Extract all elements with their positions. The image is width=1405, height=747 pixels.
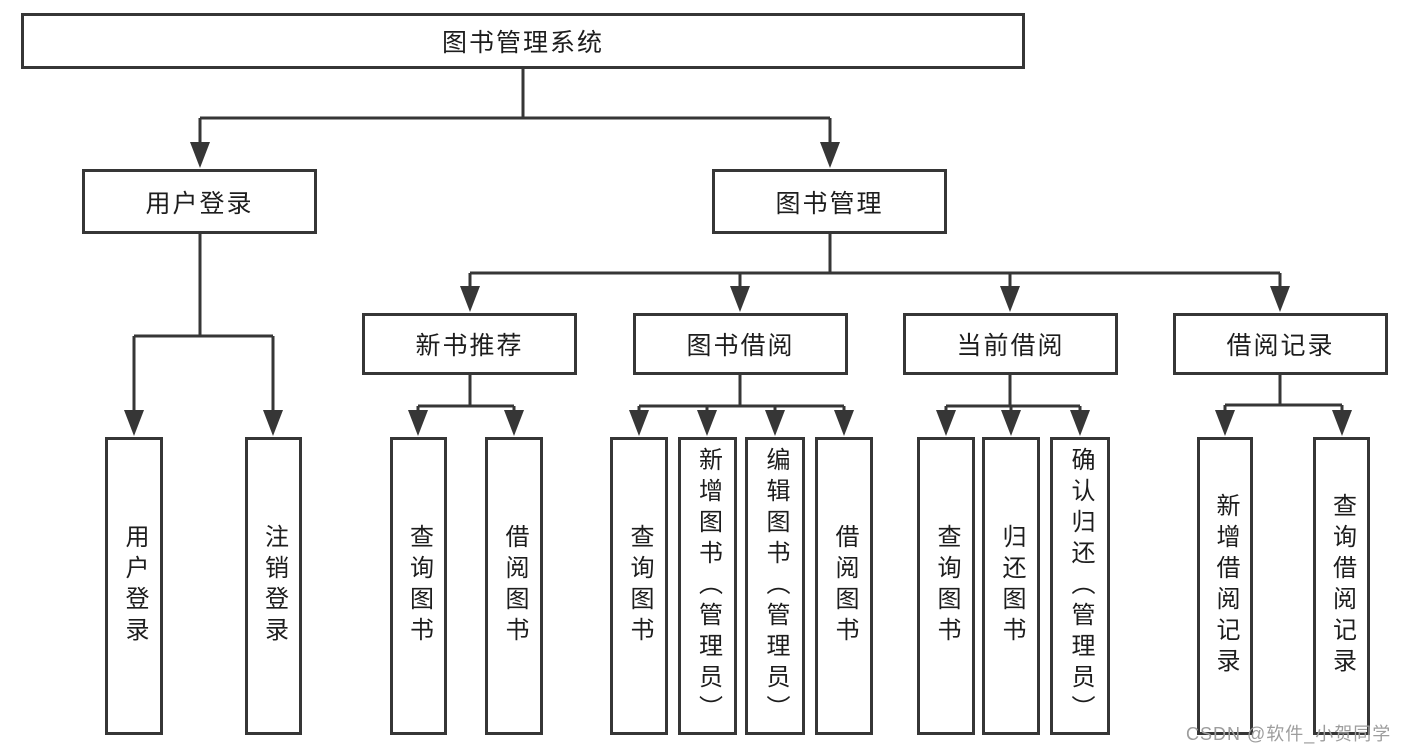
arrow-to-leaf-return-books bbox=[1001, 410, 1021, 436]
leaf-user-login: 用户登录 bbox=[105, 437, 163, 735]
arrow-to-leaf-edit-books bbox=[765, 410, 785, 436]
leaf-confirm-return-admin-label: 确认归还（管理员） bbox=[1067, 446, 1094, 726]
arrow-to-leaf-query-books-current bbox=[936, 410, 956, 436]
leaf-add-borrow-record: 新增借阅记录 bbox=[1197, 437, 1253, 735]
arrow-to-leaf-query-borrow-record bbox=[1332, 410, 1352, 436]
node-borrowing-records: 借阅记录 bbox=[1173, 313, 1388, 375]
leaf-return-books: 归还图书 bbox=[982, 437, 1040, 735]
leaf-edit-books-admin: 编辑图书（管理员） bbox=[745, 437, 805, 735]
arrow-to-book-management bbox=[820, 142, 840, 168]
leaf-borrow-books-label: 借阅图书 bbox=[831, 524, 858, 648]
leaf-query-books-recommend-label: 查询图书 bbox=[405, 524, 433, 648]
leaf-borrow-books: 借阅图书 bbox=[815, 437, 873, 735]
node-borrowing-records-label: 借阅记录 bbox=[1226, 332, 1335, 360]
arrow-to-leaf-logout bbox=[263, 410, 283, 436]
node-user-login: 用户登录 bbox=[82, 169, 317, 234]
node-library-management-system-label: 图书管理系统 bbox=[441, 29, 604, 57]
arrow-to-leaf-add-borrow-record bbox=[1215, 410, 1235, 436]
leaf-query-books-borrow: 查询图书 bbox=[610, 437, 668, 735]
arrow-to-leaf-confirm-return bbox=[1070, 410, 1090, 436]
node-new-book-recommendation-label: 新书推荐 bbox=[415, 332, 524, 360]
arrow-to-borrowing-records bbox=[1270, 286, 1290, 312]
leaf-add-books-admin: 新增图书（管理员） bbox=[678, 437, 737, 735]
leaf-add-books-admin-label: 新增图书（管理员） bbox=[694, 446, 722, 726]
leaf-query-books-current-label: 查询图书 bbox=[933, 524, 960, 648]
leaf-borrow-books-recommend: 借阅图书 bbox=[485, 437, 543, 735]
leaf-query-books-current: 查询图书 bbox=[917, 437, 975, 735]
arrow-to-leaf-borrow-books bbox=[834, 410, 854, 436]
leaf-borrow-books-recommend-label: 借阅图书 bbox=[501, 524, 528, 648]
arrow-to-leaf-query-books-recommend bbox=[408, 410, 428, 436]
arrow-to-leaf-user-login bbox=[124, 410, 144, 436]
leaf-edit-books-admin-label: 编辑图书（管理员） bbox=[762, 446, 789, 726]
leaf-user-login-label: 用户登录 bbox=[121, 524, 148, 648]
leaf-return-books-label: 归还图书 bbox=[998, 524, 1025, 648]
node-current-borrowing-label: 当前借阅 bbox=[956, 332, 1065, 360]
node-book-management-label: 图书管理 bbox=[775, 189, 884, 218]
arrow-to-current-borrowing bbox=[1000, 286, 1020, 312]
leaf-confirm-return-admin: 确认归还（管理员） bbox=[1050, 437, 1110, 735]
node-book-borrowing: 图书借阅 bbox=[633, 313, 848, 375]
arrow-to-book-borrowing bbox=[730, 286, 750, 312]
leaf-logout-label: 注销登录 bbox=[260, 524, 288, 648]
csdn-watermark: CSDN @软件_小贺同学 bbox=[1186, 724, 1392, 744]
arrow-to-leaf-borrow-books-recommend bbox=[504, 410, 524, 436]
node-current-borrowing: 当前借阅 bbox=[903, 313, 1118, 375]
arrow-to-new-book-recommendation bbox=[460, 286, 480, 312]
node-book-management: 图书管理 bbox=[712, 169, 947, 234]
leaf-logout: 注销登录 bbox=[245, 437, 302, 735]
leaf-query-borrow-record: 查询借阅记录 bbox=[1313, 437, 1370, 735]
arrowheads bbox=[124, 142, 1352, 436]
node-user-login-label: 用户登录 bbox=[145, 189, 254, 218]
arrow-to-leaf-query-books-borrow bbox=[629, 410, 649, 436]
leaf-query-books-borrow-label: 查询图书 bbox=[626, 524, 653, 648]
node-library-management-system: 图书管理系统 bbox=[21, 13, 1025, 69]
node-new-book-recommendation: 新书推荐 bbox=[362, 313, 577, 375]
leaf-query-books-recommend: 查询图书 bbox=[390, 437, 447, 735]
arrow-to-leaf-add-books bbox=[697, 410, 717, 436]
arrow-to-user-login bbox=[190, 142, 210, 168]
node-book-borrowing-label: 图书借阅 bbox=[686, 332, 795, 360]
leaf-query-borrow-record-label: 查询借阅记录 bbox=[1328, 493, 1356, 679]
leaf-add-borrow-record-label: 新增借阅记录 bbox=[1212, 493, 1239, 679]
